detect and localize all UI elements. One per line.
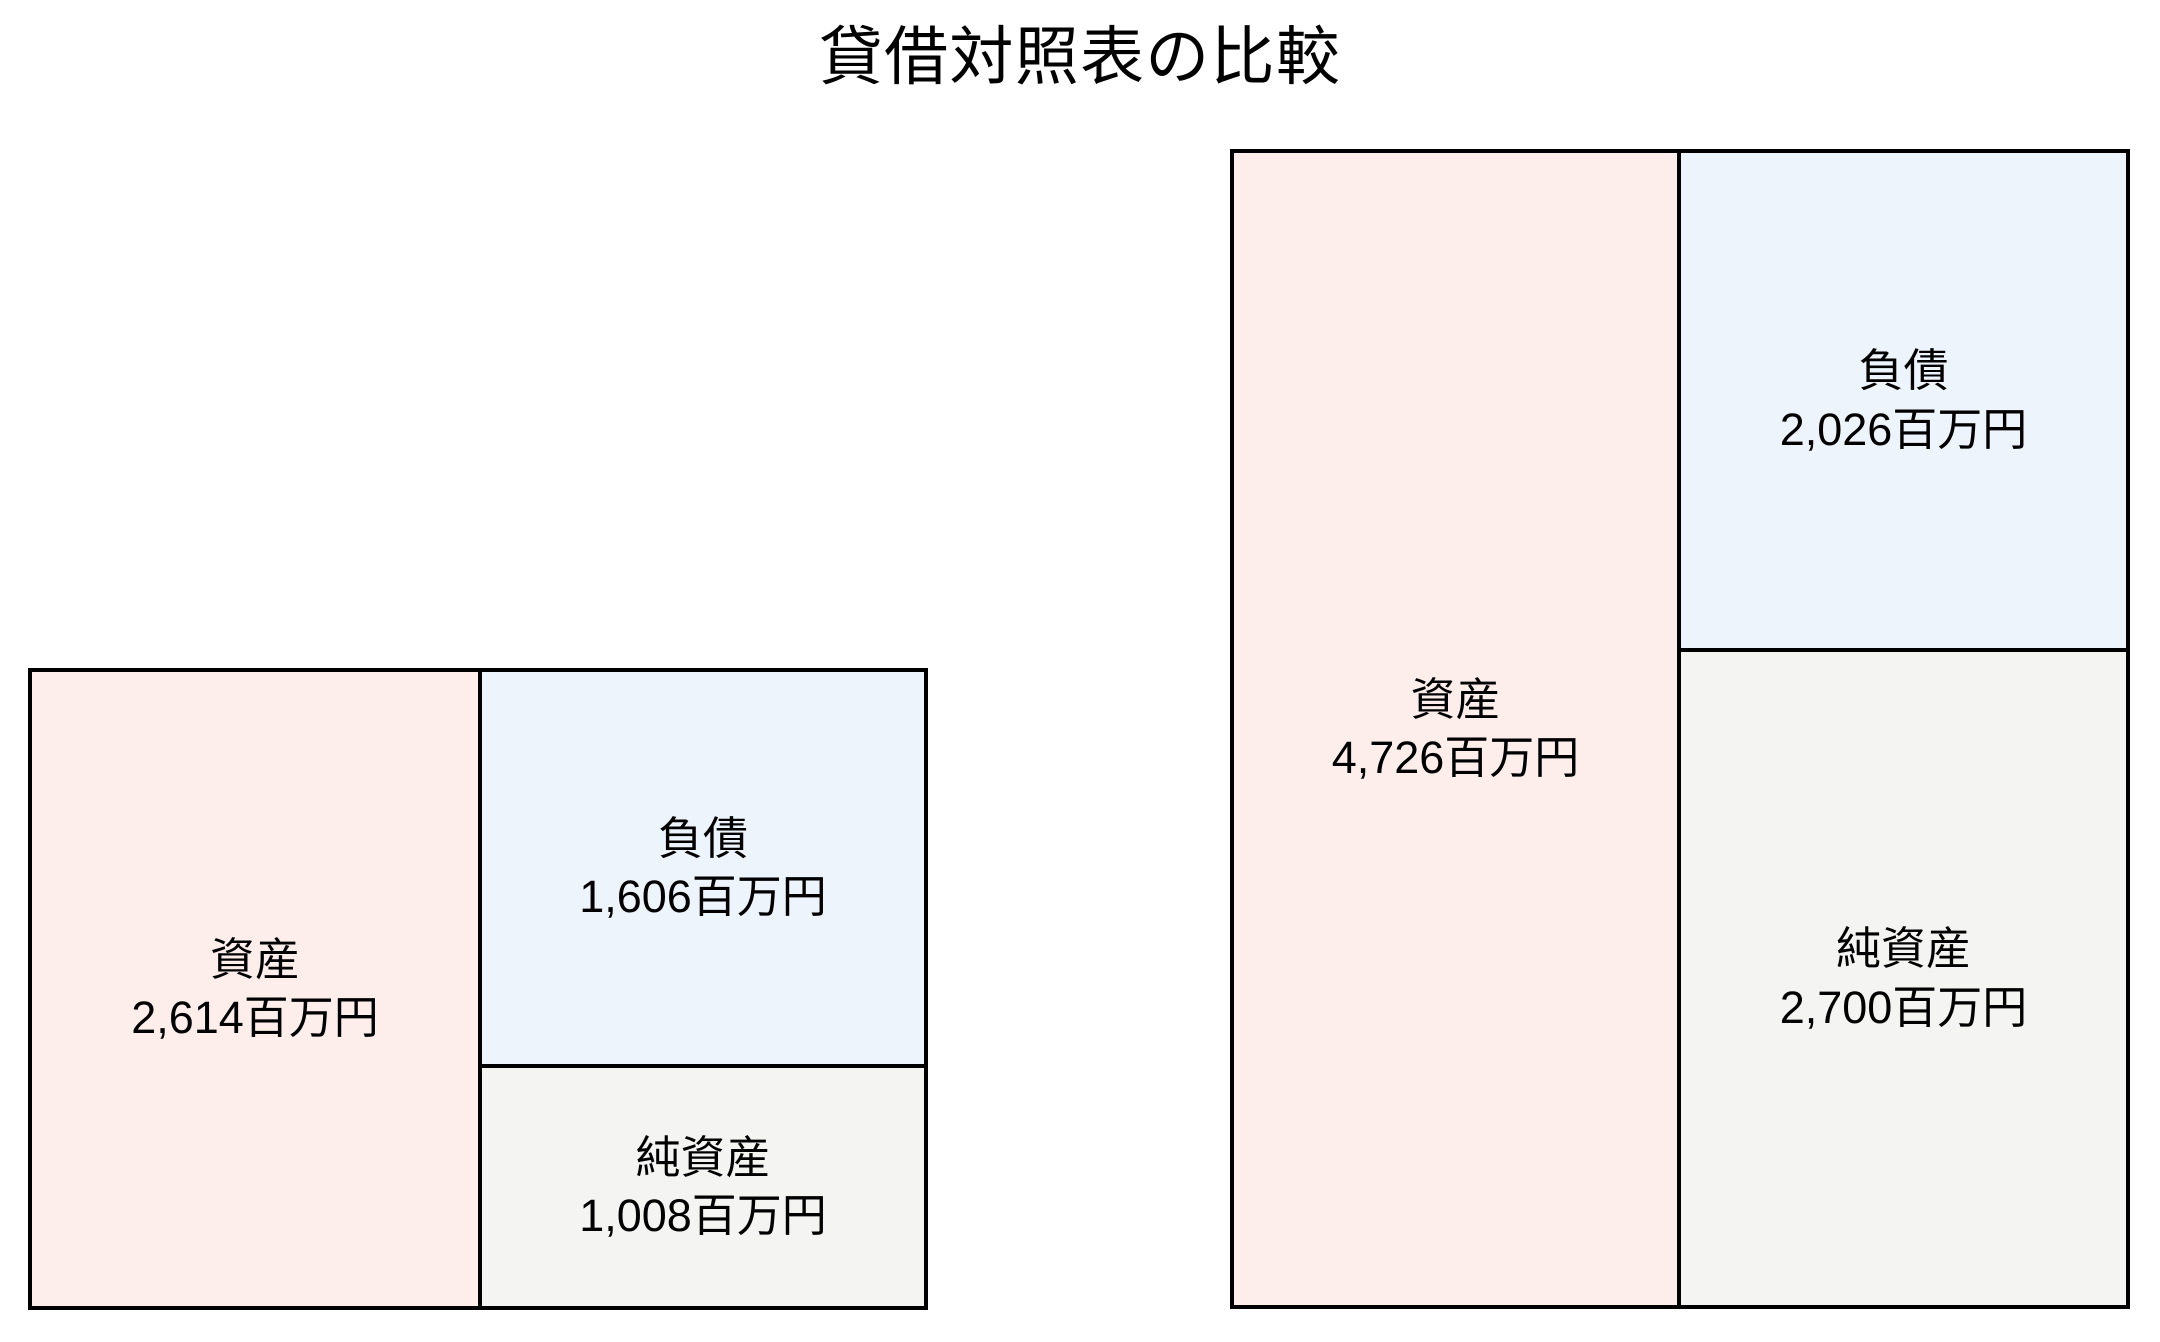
left-liabilities-block: 負債 1,606百万円 [478,668,928,1068]
left-assets-value: 2,614百万円 [131,992,379,1043]
right-liabilities-label: 負債 [1858,345,1949,396]
left-liabilities-label: 負債 [657,812,748,864]
right-assets-value: 4,726百万円 [1331,732,1580,783]
left-liabilities-value: 1,606百万円 [579,871,827,922]
right-net-assets-block: 純資産 2,700百万円 [1677,648,2130,1309]
balance-sheet-left: 資産 2,614百万円 負債 1,606百万円 純資産 1,008百万円 [28,668,928,1310]
left-assets-block: 資産 2,614百万円 [28,668,482,1310]
left-net-assets-value: 1,008百万円 [579,1190,827,1241]
page-title: 貸借対照表の比較 [818,21,1342,93]
left-assets-label: 資産 [209,933,300,985]
balance-sheet-right: 資産 4,726百万円 負債 2,026百万円 純資産 2,700百万円 [1230,149,2130,1309]
right-assets-label: 資産 [1410,673,1501,725]
right-liabilities-value: 2,026百万円 [1779,403,2028,455]
right-liabilities-block: 負債 2,026百万円 [1677,149,2130,652]
right-net-assets-label: 純資産 [1835,923,1971,974]
left-net-assets-label: 純資産 [635,1131,771,1183]
right-net-assets-value: 2,700百万円 [1779,981,2028,1033]
right-assets-block: 資産 4,726百万円 [1230,149,1681,1309]
left-net-assets-block: 純資産 1,008百万円 [478,1064,928,1310]
